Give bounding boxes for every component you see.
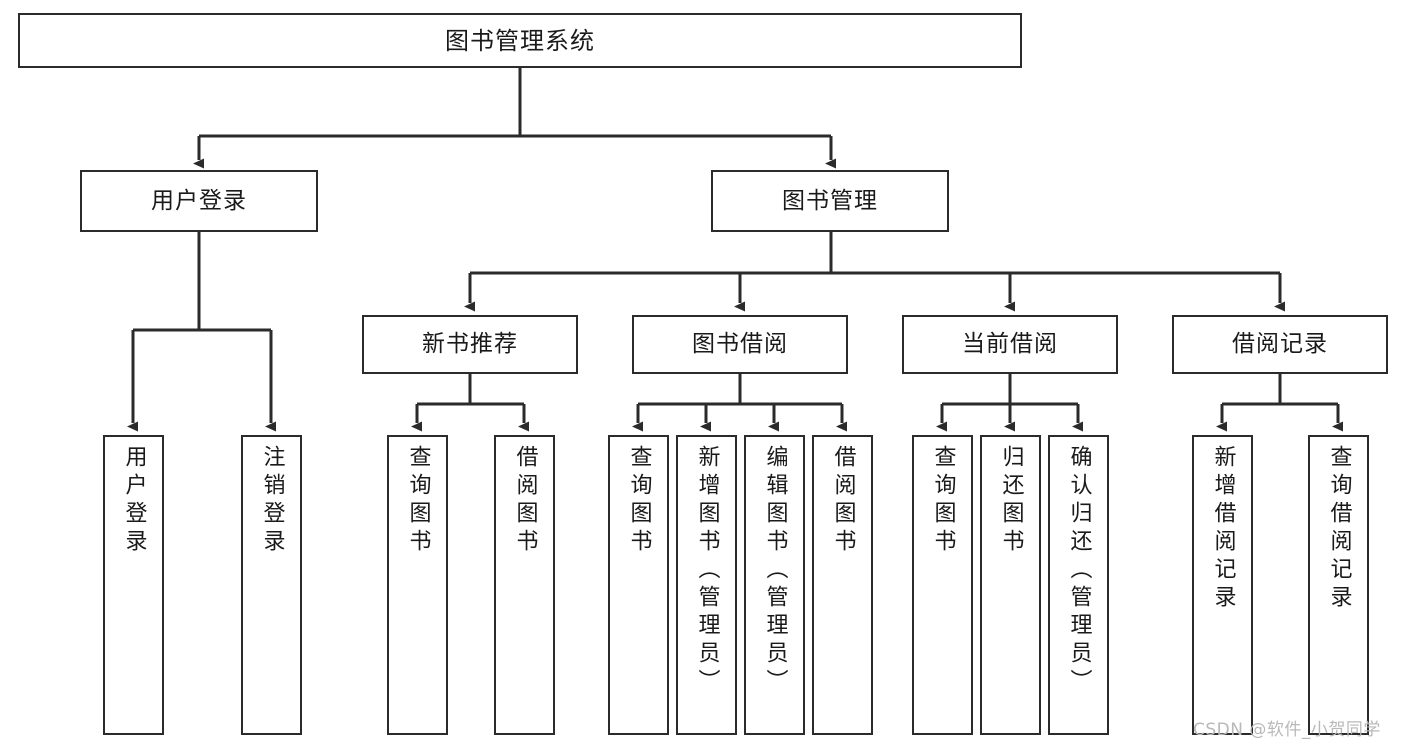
node-label: 查询图书 xyxy=(405,445,431,557)
leaf-logout[interactable]: 注销登录 xyxy=(241,435,302,735)
node-label: 确认归还（管理员） xyxy=(1066,445,1092,697)
node-label: 查询图书 xyxy=(626,445,652,557)
node-label: 用户登录 xyxy=(121,445,147,557)
node-label: 图书借阅 xyxy=(692,331,788,358)
node-label: 注销登录 xyxy=(259,445,285,557)
node-book-borrow[interactable]: 图书借阅 xyxy=(632,315,848,374)
node-label: 查询借阅记录 xyxy=(1326,445,1352,613)
leaf-query-book-borrow[interactable]: 查询图书 xyxy=(608,435,669,735)
node-label: 归还图书 xyxy=(998,445,1024,557)
node-current-borrow[interactable]: 当前借阅 xyxy=(902,315,1118,374)
leaf-return-book[interactable]: 归还图书 xyxy=(980,435,1041,735)
leaf-edit-book-admin[interactable]: 编辑图书（管理员） xyxy=(744,435,805,735)
node-label: 借阅图书 xyxy=(830,445,856,557)
leaf-add-borrow-record[interactable]: 新增借阅记录 xyxy=(1192,435,1253,735)
leaf-query-book-recommend[interactable]: 查询图书 xyxy=(387,435,448,735)
node-label: 当前借阅 xyxy=(962,331,1058,358)
node-user-login[interactable]: 用户登录 xyxy=(80,170,318,232)
leaf-query-borrow-record[interactable]: 查询借阅记录 xyxy=(1308,435,1369,735)
node-label: 新增图书（管理员） xyxy=(694,445,720,697)
leaf-add-book-admin[interactable]: 新增图书（管理员） xyxy=(676,435,737,735)
node-label: 编辑图书（管理员） xyxy=(762,445,788,697)
leaf-borrow-book[interactable]: 借阅图书 xyxy=(812,435,873,735)
node-root-book-management-system[interactable]: 图书管理系统 xyxy=(18,13,1022,68)
node-label: 借阅记录 xyxy=(1232,331,1328,358)
node-new-book-recommend[interactable]: 新书推荐 xyxy=(362,315,578,374)
node-book-management[interactable]: 图书管理 xyxy=(711,170,949,232)
node-label: 用户登录 xyxy=(151,187,247,214)
csdn-watermark: CSDN @软件_小贺同学 xyxy=(1193,720,1381,740)
node-label: 新书推荐 xyxy=(422,331,518,358)
node-label: 新增借阅记录 xyxy=(1210,445,1236,613)
leaf-confirm-return-admin[interactable]: 确认归还（管理员） xyxy=(1048,435,1109,735)
node-label: 借阅图书 xyxy=(512,445,538,557)
node-label: 查询图书 xyxy=(930,445,956,557)
leaf-query-book-current[interactable]: 查询图书 xyxy=(912,435,973,735)
node-label: 图书管理 xyxy=(782,187,878,214)
leaf-user-login[interactable]: 用户登录 xyxy=(103,435,164,735)
node-label: 图书管理系统 xyxy=(445,26,595,55)
leaf-borrow-book-recommend[interactable]: 借阅图书 xyxy=(494,435,555,735)
node-borrow-record[interactable]: 借阅记录 xyxy=(1172,315,1388,374)
